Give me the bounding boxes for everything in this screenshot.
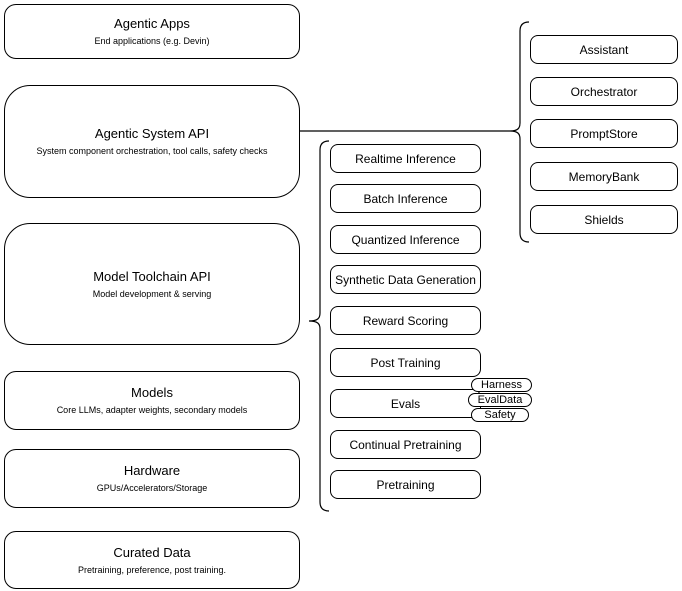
tag-evaldata: EvalData: [468, 393, 532, 407]
tag-label: EvalData: [477, 394, 523, 406]
node-subtitle: Pretraining, preference, post training.: [77, 564, 227, 575]
node-title: Hardware: [123, 463, 181, 478]
node-synthetic-data-generation: Synthetic Data Generation: [330, 265, 481, 294]
node-shields: Shields: [530, 205, 678, 234]
node-reward-scoring: Reward Scoring: [330, 306, 481, 335]
node-subtitle: System component orchestration, tool cal…: [36, 146, 268, 156]
node-label: Evals: [390, 396, 421, 411]
node-title: Model Toolchain API: [93, 268, 211, 284]
node-agentic-system-api: Agentic System API System component orch…: [4, 85, 300, 198]
curly-brace-toolchain-group-icon: [308, 140, 330, 512]
node-subtitle: Model development & serving: [92, 288, 212, 299]
node-hardware: Hardware GPUs/Accelerators/Storage: [4, 449, 300, 508]
node-continual-pretraining: Continual Pretraining: [330, 430, 481, 459]
node-title: Models: [131, 385, 173, 400]
node-pretraining: Pretraining: [330, 470, 481, 499]
node-subtitle: Core LLMs, adapter weights, secondary mo…: [56, 405, 248, 415]
tag-harness: Harness: [471, 378, 532, 392]
node-models: Models Core LLMs, adapter weights, secon…: [4, 371, 300, 430]
node-label: Continual Pretraining: [349, 437, 462, 452]
node-assistant: Assistant: [530, 35, 678, 64]
curly-brace-system-group-icon: [509, 21, 530, 243]
node-label: Shields: [584, 212, 624, 227]
tag-safety: Safety: [471, 408, 529, 422]
node-model-toolchain-api: Model Toolchain API Model development & …: [4, 223, 300, 345]
node-subtitle: GPUs/Accelerators/Storage: [96, 483, 208, 493]
node-orchestrator: Orchestrator: [530, 77, 678, 106]
node-label: Orchestrator: [570, 84, 638, 99]
tag-label: Harness: [481, 379, 522, 391]
node-subtitle: End applications (e.g. Devin): [94, 36, 210, 46]
node-label: Realtime Inference: [355, 151, 456, 166]
node-label: Synthetic Data Generation: [335, 272, 476, 287]
node-promptstore: PromptStore: [530, 119, 678, 148]
tag-label: Safety: [484, 409, 516, 421]
node-batch-inference: Batch Inference: [330, 184, 481, 213]
node-memorybank: MemoryBank: [530, 162, 678, 191]
node-label: Batch Inference: [363, 191, 448, 206]
node-title: Agentic Apps: [114, 16, 190, 31]
node-title: Curated Data: [113, 544, 191, 560]
node-title: Agentic System API: [94, 126, 210, 141]
node-quantized-inference: Quantized Inference: [330, 225, 481, 254]
node-label: Assistant: [579, 42, 629, 57]
node-evals: Evals: [330, 389, 481, 418]
node-label: PromptStore: [570, 126, 638, 141]
node-curated-data: Curated Data Pretraining, preference, po…: [4, 531, 300, 589]
node-label: Reward Scoring: [362, 313, 449, 328]
node-realtime-inference: Realtime Inference: [330, 144, 481, 173]
node-agentic-apps: Agentic Apps End applications (e.g. Devi…: [4, 4, 300, 59]
node-post-training: Post Training: [330, 348, 481, 377]
node-label: Quantized Inference: [351, 232, 460, 247]
node-label: Pretraining: [376, 477, 435, 492]
node-label: Post Training: [370, 355, 441, 370]
node-label: MemoryBank: [568, 169, 640, 184]
